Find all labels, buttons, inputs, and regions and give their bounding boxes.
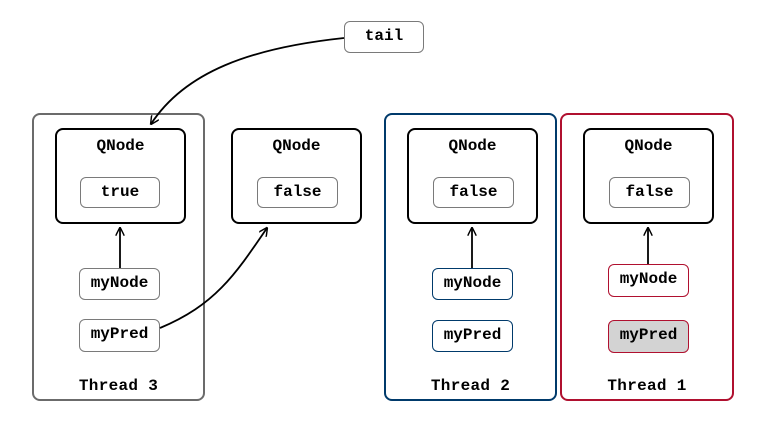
- thread-3-label: Thread 3: [78, 377, 159, 395]
- free-qnode: QNode false: [231, 128, 362, 224]
- thread-3-qnode: QNode true: [55, 128, 186, 224]
- thread-3-mynode: myNode: [79, 268, 160, 300]
- thread-1-qnode: QNode false: [583, 128, 714, 224]
- arrow-thread3-mypred-to-free-qnode: [159, 228, 267, 329]
- qnode-title: QNode: [96, 137, 145, 155]
- thread-1-mynode: myNode: [608, 264, 689, 297]
- tail-variable: tail: [344, 21, 424, 53]
- qnode-title: QNode: [448, 137, 497, 155]
- thread-2-label: Thread 2: [430, 377, 511, 395]
- qnode-value: false: [257, 177, 338, 208]
- qnode-value: true: [80, 177, 160, 208]
- qnode-title: QNode: [272, 137, 321, 155]
- qnode-value: false: [433, 177, 514, 208]
- thread-1-label: Thread 1: [607, 377, 687, 395]
- thread-1-mypred: myPred: [608, 320, 689, 353]
- thread-2-mynode: myNode: [432, 268, 513, 300]
- thread-2-qnode: QNode false: [407, 128, 538, 224]
- qnode-value: false: [609, 177, 690, 208]
- qnode-title: QNode: [624, 137, 673, 155]
- thread-2-mypred: myPred: [432, 320, 513, 352]
- thread-3-mypred: myPred: [79, 319, 160, 352]
- arrow-tail-to-thread3-qnode: [151, 37, 345, 124]
